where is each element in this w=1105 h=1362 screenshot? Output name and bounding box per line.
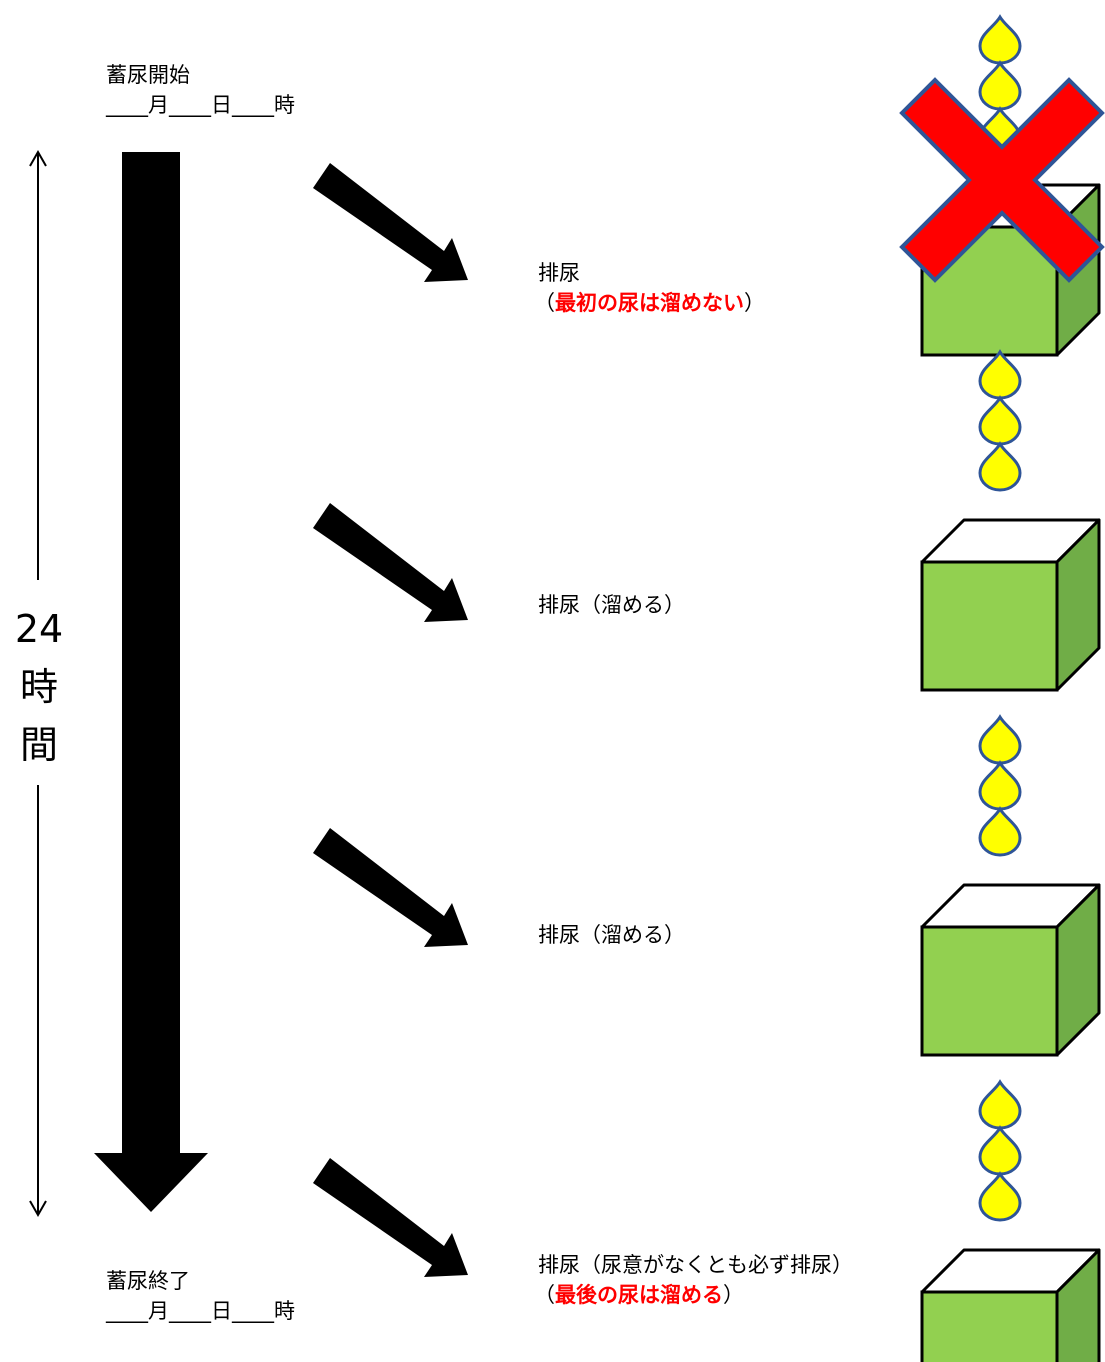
step-1-note: （最初の尿は溜めない） bbox=[534, 291, 765, 315]
urine-drop-icon bbox=[978, 760, 1022, 811]
step-3-drops bbox=[978, 714, 1022, 857]
step-1-arrow-icon bbox=[313, 163, 468, 282]
step-4-label: 排尿（尿意がなくとも必ず排尿） bbox=[538, 1253, 853, 1277]
step-2-drops bbox=[978, 349, 1022, 492]
duration-char-hour: 時 bbox=[19, 665, 58, 709]
urine-drop-icon bbox=[978, 1125, 1022, 1176]
start-datetime-field: ____月____日____時 bbox=[106, 93, 295, 117]
urine-drop-icon bbox=[978, 1079, 1022, 1130]
urine-drop-icon bbox=[978, 14, 1022, 65]
duration-char-span: 間 bbox=[19, 723, 58, 767]
step-3-arrow-icon bbox=[313, 828, 468, 947]
step-4-note-emphasis: 最後の尿は溜める bbox=[555, 1283, 723, 1307]
urine-drop-icon bbox=[978, 806, 1022, 857]
urine-drop-icon bbox=[978, 1171, 1022, 1222]
urine-drop-icon bbox=[978, 60, 1022, 111]
end-datetime-field: ____月____日____時 bbox=[106, 1299, 295, 1323]
duration-arrow-up-icon bbox=[29, 149, 47, 167]
duration-label: 24 時 間 bbox=[8, 600, 70, 774]
step-1-note-emphasis: 最初の尿は溜めない bbox=[555, 291, 744, 315]
step-2-arrow-icon bbox=[313, 503, 468, 622]
step-4-drops bbox=[978, 1079, 1022, 1222]
duration-arrow-down-icon bbox=[29, 1200, 47, 1218]
end-label: 蓄尿終了 bbox=[106, 1269, 190, 1293]
step-4-note: （最後の尿は溜める） bbox=[534, 1283, 744, 1307]
step-3-label: 排尿（溜める） bbox=[538, 923, 685, 947]
urine-drop-icon bbox=[978, 349, 1022, 400]
duration-indicator bbox=[29, 149, 47, 1218]
start-label: 蓄尿開始 bbox=[106, 63, 190, 87]
urine-drop-icon bbox=[978, 714, 1022, 765]
step-4-container-icon bbox=[920, 1079, 1101, 1362]
step-2-label: 排尿（溜める） bbox=[538, 593, 685, 617]
step-3-container-icon bbox=[920, 714, 1101, 1057]
urine-drop-icon bbox=[978, 441, 1022, 492]
timeline-arrow-icon bbox=[94, 152, 208, 1212]
step-1-label: 排尿 bbox=[538, 261, 580, 285]
duration-number: 24 bbox=[14, 607, 64, 651]
step-4-arrow-icon bbox=[313, 1158, 468, 1277]
urine-drop-icon bbox=[978, 395, 1022, 446]
cross-mark-icon bbox=[899, 77, 1105, 283]
step-2-container-icon bbox=[920, 349, 1101, 692]
